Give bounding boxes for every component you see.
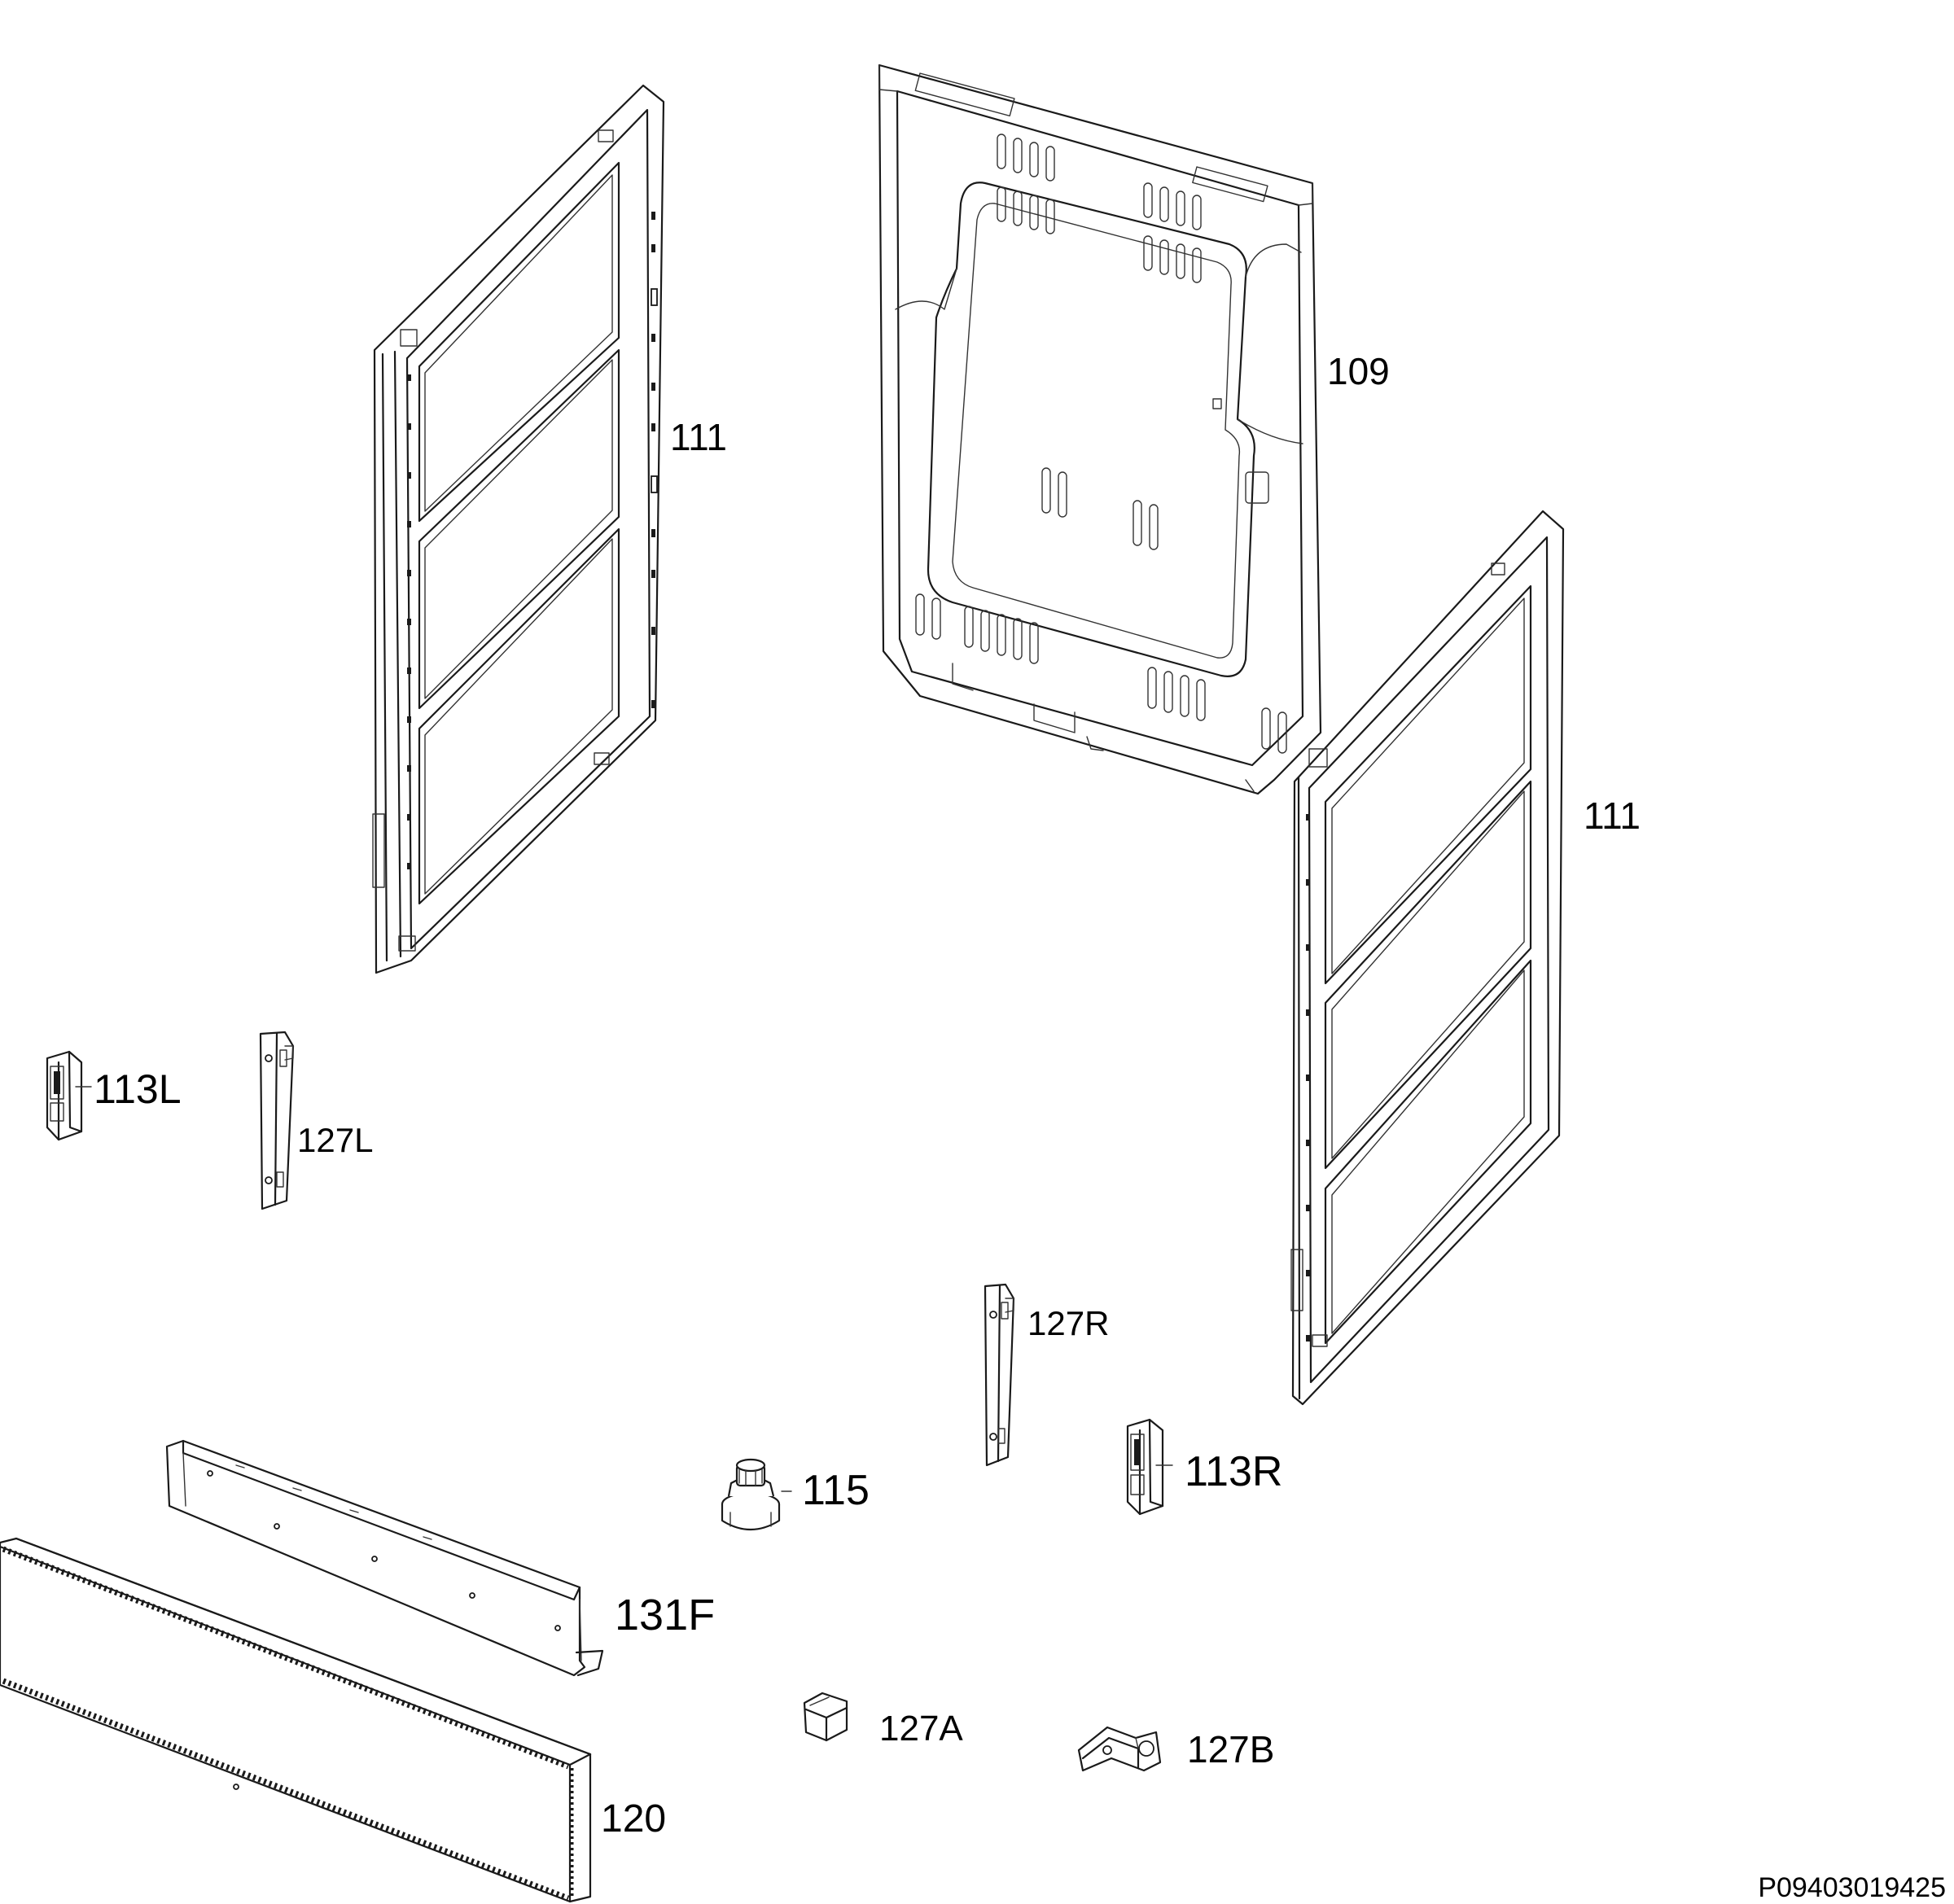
back-panel-vents-top bbox=[997, 133, 1202, 283]
label-127a: 127A bbox=[879, 1709, 963, 1749]
label-115: 115 bbox=[802, 1467, 870, 1514]
bracket-left-127l bbox=[259, 1031, 295, 1210]
drawing-code: P09403019425 bbox=[1758, 1872, 1946, 1903]
label-127b: 127B bbox=[1187, 1728, 1274, 1771]
side-panel-left-111 bbox=[372, 84, 665, 974]
kickplate-120 bbox=[0, 1537, 592, 1903]
side-panel-left-holes bbox=[407, 212, 658, 869]
label-127l: 127L bbox=[297, 1121, 373, 1159]
front-strip-131f bbox=[165, 1439, 604, 1677]
label-131f: 131F bbox=[615, 1591, 715, 1639]
hinge-left-113l bbox=[46, 1050, 83, 1141]
hinge-right-113r bbox=[1126, 1418, 1164, 1516]
adjustable-foot-115 bbox=[721, 1458, 781, 1530]
back-panel-109 bbox=[878, 63, 1322, 795]
leader-lines bbox=[75, 1086, 1173, 1492]
label-113r: 113R bbox=[1185, 1448, 1282, 1495]
bracket-right-127r bbox=[984, 1283, 1015, 1467]
back-panel-vents-middle bbox=[1041, 398, 1269, 550]
part-labels: 109 111 111 113L 127L 127R 115 113R 131F… bbox=[94, 350, 1946, 1903]
label-109: 109 bbox=[1327, 350, 1390, 392]
label-111-right: 111 bbox=[1584, 794, 1641, 837]
side-panel-right-111 bbox=[1290, 510, 1565, 1406]
label-111-left: 111 bbox=[670, 416, 727, 458]
back-panel-vents-bottom bbox=[915, 593, 1287, 754]
angle-bracket-127b bbox=[1077, 1726, 1162, 1772]
label-120: 120 bbox=[601, 1797, 666, 1841]
label-127r: 127R bbox=[1027, 1304, 1109, 1342]
clip-127a bbox=[803, 1692, 848, 1742]
side-panel-right-holes bbox=[1306, 814, 1310, 1342]
label-113l: 113L bbox=[94, 1066, 182, 1112]
